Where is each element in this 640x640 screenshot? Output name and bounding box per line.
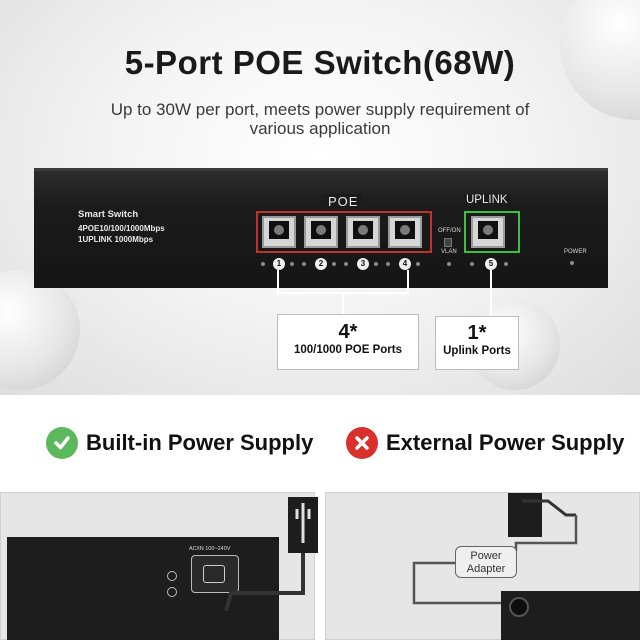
- adapter-line-2: Adapter: [466, 563, 506, 575]
- switch-label: OFF/ON: [438, 228, 461, 234]
- poe-ports-callout: 4* 100/1000 POE Ports: [277, 314, 419, 370]
- dc-jack: [509, 597, 529, 617]
- led: [302, 262, 306, 266]
- spec-line-2: 1UPLINK 1000Mbps: [78, 235, 154, 244]
- port-1: [262, 216, 296, 248]
- ac-label: AC/IN 100~240V: [189, 546, 231, 552]
- poe-ports-count: 4*: [338, 321, 358, 343]
- port-number-3: 3: [357, 258, 369, 270]
- feature-external: External Power Supply: [346, 427, 624, 459]
- uplink-label: UPLINK: [464, 194, 510, 206]
- port-4: [388, 216, 422, 248]
- hero-section: 5-Port POE Switch(68W) Up to 30W per por…: [0, 0, 640, 395]
- led: [290, 262, 294, 266]
- port-number-1: 1: [273, 258, 285, 270]
- feature-builtin-label: Built-in Power Supply: [86, 430, 314, 455]
- power-adapter: Power Adapter: [455, 546, 517, 578]
- led: [504, 262, 508, 266]
- switch-front-panel: Smart Switch 4POE10/100/1000Mbps 1UPLINK…: [34, 168, 608, 288]
- vlan-toggle: [444, 238, 452, 247]
- adapter-line-1: Power: [470, 550, 502, 562]
- poe-bracket: [277, 276, 409, 294]
- ac-socket: [203, 565, 225, 583]
- poe-connector-center: [342, 294, 344, 314]
- uplink-ports-callout: 1* Uplink Ports: [435, 316, 519, 370]
- power-led: [570, 261, 574, 265]
- builtin-power-panel: AC/IN 100~240V: [0, 492, 318, 640]
- page-subtitle: Up to 30W per port, meets power supply r…: [70, 100, 570, 138]
- poe-port-group: [256, 211, 432, 253]
- port-number-5: 5: [485, 258, 497, 270]
- check-icon: [46, 427, 78, 459]
- feature-external-label: External Power Supply: [386, 430, 625, 455]
- led: [386, 262, 390, 266]
- decor-sphere-left: [0, 270, 80, 390]
- uplink-port-group: [464, 211, 520, 253]
- led: [470, 262, 474, 266]
- poe-ports-desc: 100/1000 POE Ports: [293, 344, 403, 356]
- led: [447, 262, 451, 266]
- poe-label: POE: [324, 194, 363, 209]
- led: [416, 262, 420, 266]
- led: [261, 262, 265, 266]
- spec-name: Smart Switch: [78, 209, 139, 220]
- ground-icon: [167, 571, 177, 581]
- led: [332, 262, 336, 266]
- port-3: [346, 216, 380, 248]
- port-2: [304, 216, 338, 248]
- subtitle-line-1: Up to 30W per port, meets power supply r…: [110, 100, 530, 119]
- port-number-4: 4: [399, 258, 411, 270]
- uplink-connector: [490, 270, 492, 316]
- uplink-ports-desc: Uplink Ports: [443, 345, 511, 357]
- uplink-ports-count: 1*: [467, 322, 487, 344]
- spec-text: Smart Switch 4POE10/100/1000Mbps 1UPLINK…: [78, 209, 165, 245]
- adapter-cord: [412, 499, 578, 605]
- x-icon: [346, 427, 378, 459]
- led: [374, 262, 378, 266]
- feature-builtin: Built-in Power Supply: [46, 427, 313, 459]
- led: [344, 262, 348, 266]
- port-5: [471, 216, 505, 248]
- power-label: POWER: [564, 249, 587, 255]
- ac-inlet: [191, 555, 239, 593]
- subtitle-line-2: various application: [249, 119, 391, 138]
- port-number-2: 2: [315, 258, 327, 270]
- page-title: 5-Port POE Switch(68W): [124, 44, 516, 81]
- spec-line-1: 4POE10/100/1000Mbps: [78, 224, 165, 233]
- vlan-label: VLAN: [441, 249, 457, 255]
- power-cord: [224, 503, 311, 612]
- ground-icon: [167, 587, 177, 597]
